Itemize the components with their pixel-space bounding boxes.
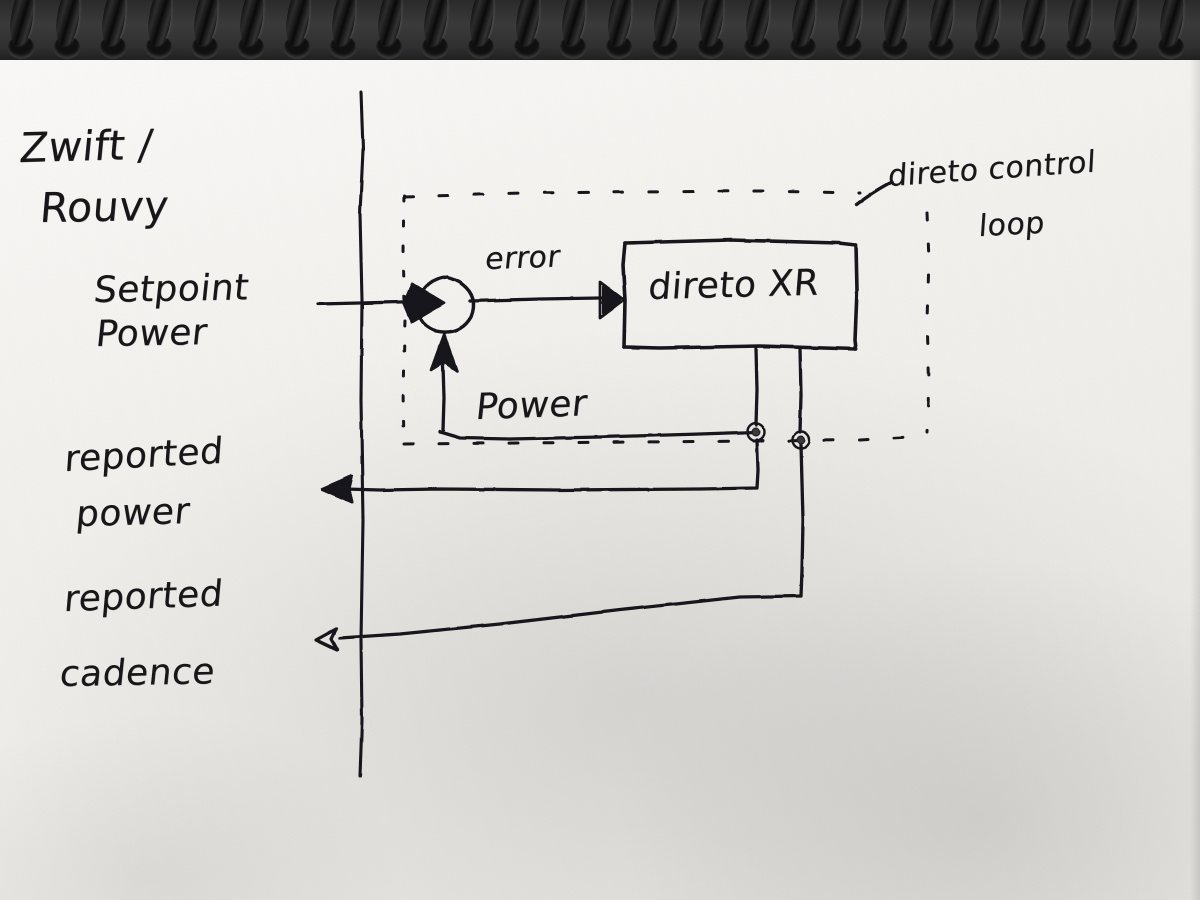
binding-coil (467, 0, 497, 46)
binding-coil (1111, 0, 1141, 46)
binding-coil (973, 0, 1003, 46)
notepad-paper (0, 60, 1200, 900)
binding-coil (7, 0, 37, 46)
setpoint-label-line2: Power (93, 312, 210, 356)
block-label: direto XR (646, 262, 821, 309)
reported-power-label-line2: power (74, 491, 192, 536)
binding-coil (927, 0, 957, 46)
binding-coil (513, 0, 543, 46)
binding-coil (421, 0, 451, 46)
paper-right-edge-shadow (1190, 60, 1200, 900)
binding-coil (1157, 0, 1187, 46)
binding-coil (697, 0, 727, 46)
binding-coil (283, 0, 313, 46)
binding-coil (53, 0, 83, 46)
binding-coil (375, 0, 405, 46)
setpoint-label-line1: Setpoint (91, 267, 252, 312)
spiral-binding-coils (0, 0, 1200, 62)
binding-coil (743, 0, 773, 46)
binding-coil (881, 0, 911, 46)
binding-coil (329, 0, 359, 46)
binding-coil (559, 0, 589, 46)
binding-coil (1065, 0, 1095, 46)
reported-power-label-line1: reported (63, 430, 225, 481)
app-label-line2: Rouvy (37, 181, 171, 233)
power-feedback-label: Power (473, 383, 590, 429)
error-label: error (483, 239, 563, 278)
binding-coil (145, 0, 175, 46)
binding-coil (605, 0, 635, 46)
binding-coil (1019, 0, 1049, 46)
loop-annotation-line2: loop (977, 205, 1047, 245)
paper-grain (0, 60, 1200, 900)
binding-coil (191, 0, 221, 46)
reported-cadence-label-line2: cadence (57, 651, 218, 696)
binding-coil (237, 0, 267, 46)
app-label-line1: Zwift / (17, 120, 156, 173)
reported-cadence-label-line1: reported (62, 573, 225, 621)
binding-coil (651, 0, 681, 46)
binding-coil (99, 0, 129, 46)
binding-coil (835, 0, 865, 46)
binding-coil (789, 0, 819, 46)
